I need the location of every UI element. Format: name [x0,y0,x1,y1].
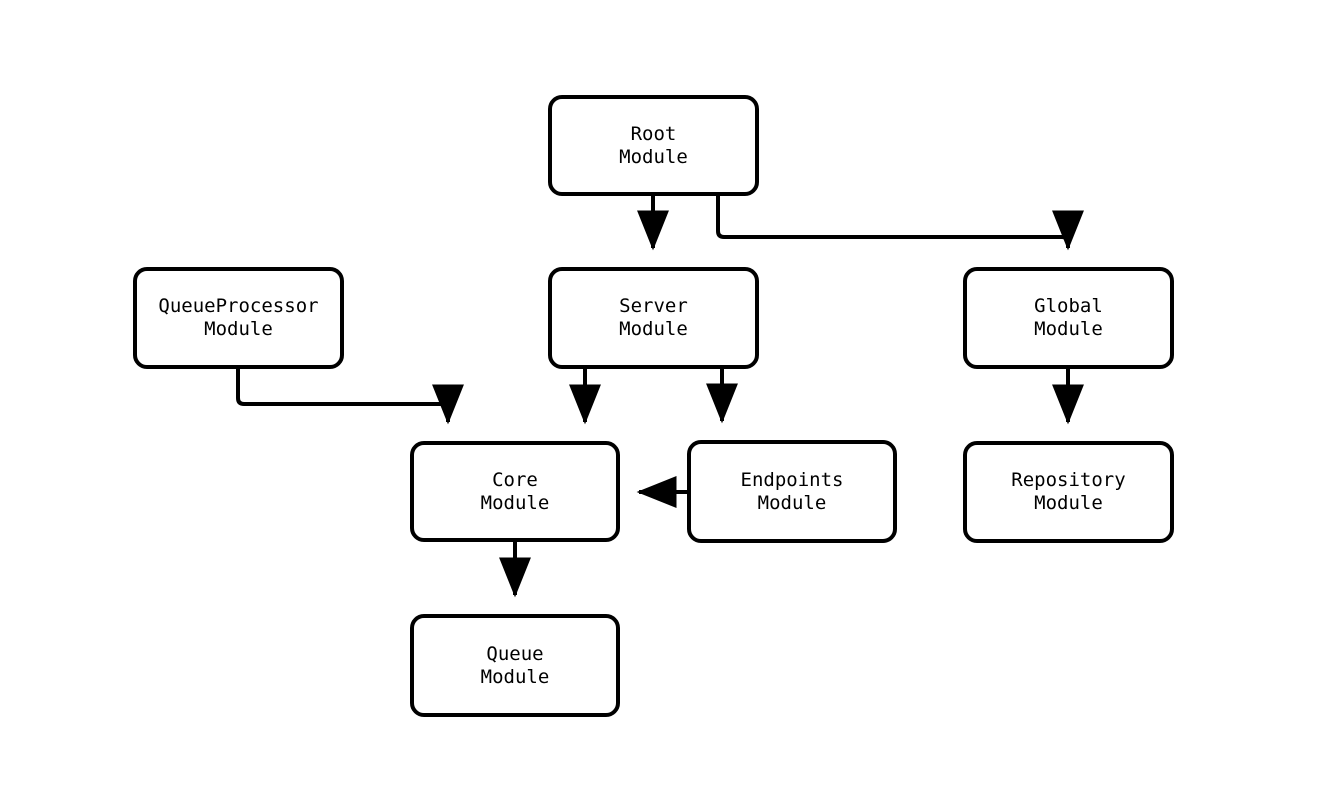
node-queueprocessor-label-line2: Module [204,318,273,340]
edge-root-global [716,196,1084,251]
node-repository[interactable]: Repository Module [963,441,1174,543]
node-server-label-line2: Module [619,318,688,340]
node-global-label-line2: Module [1034,318,1103,340]
node-global-label-line1: Global [1034,295,1103,317]
node-queueprocessor[interactable]: QueueProcessor Module [133,267,344,369]
node-core-label-line2: Module [480,491,550,514]
node-queue[interactable]: Queue Module [410,614,620,717]
node-endpoints-label-line1: Endpoints [740,468,844,491]
edge-queueprocessor-core [236,369,464,425]
node-server[interactable]: Server Module [548,267,759,369]
node-core-label-line1: Core [492,468,538,491]
node-root-label-line2: Module [619,145,688,168]
node-queueprocessor-label-line1: QueueProcessor [158,295,319,317]
node-endpoints-label-line2: Module [757,491,827,514]
node-global[interactable]: Global Module [963,267,1174,369]
node-repository-label-line2: Module [1034,492,1103,514]
node-root[interactable]: Root Module [548,95,759,196]
node-server-label-line1: Server [619,295,688,317]
node-endpoints[interactable]: Endpoints Module [687,440,897,543]
node-queue-label-line2: Module [480,665,550,688]
node-root-label-line1: Root [630,122,677,145]
node-repository-label-line1: Repository [1011,469,1126,491]
node-queue-label-line1: Queue [486,642,544,665]
node-core[interactable]: Core Module [410,441,620,542]
